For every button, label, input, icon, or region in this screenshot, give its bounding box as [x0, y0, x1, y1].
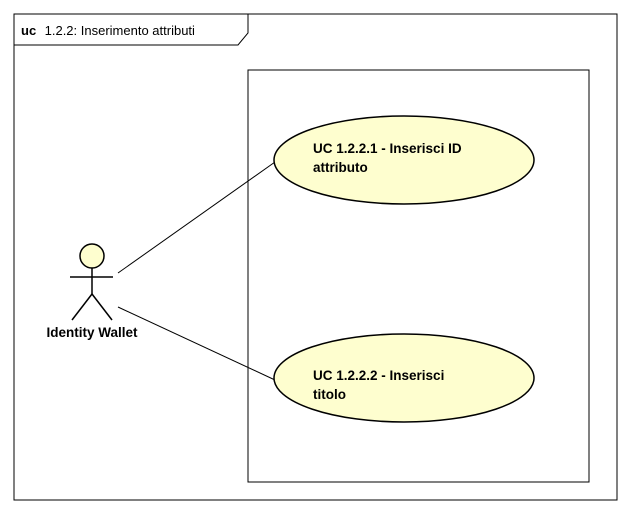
actor-left-leg [71, 293, 93, 321]
frame-title: uc 1.2.2: Inserimento attributi [21, 22, 195, 39]
frame-keyword: uc [21, 23, 36, 38]
frame-tab [13, 13, 249, 46]
frame-name: 1.2.2: Inserimento attributi [45, 23, 195, 38]
use-case-1-label-line2: attributo [313, 160, 368, 175]
use-case-2-label-line2: titolo [313, 387, 346, 402]
use-case-1-ellipse [273, 115, 535, 205]
use-case-2[interactable]: UC 1.2.2.2 - Inserisci titolo [273, 333, 535, 423]
use-case-2-ellipse [273, 333, 535, 423]
actor-label: Identity Wallet [46, 325, 138, 340]
actor-right-leg [91, 293, 113, 321]
use-case-1-label-line1: UC 1.2.2.1 - Inserisci ID [313, 141, 462, 156]
use-case-1[interactable]: UC 1.2.2.1 - Inserisci ID attributo [273, 115, 535, 205]
use-case-2-label-line1: UC 1.2.2.2 - Inserisci [313, 368, 444, 383]
association-line-uc2 [117, 306, 276, 381]
association-line-uc1 [117, 161, 276, 274]
actor-head [79, 243, 105, 269]
actor-identity-wallet[interactable]: Identity Wallet [46, 243, 138, 340]
